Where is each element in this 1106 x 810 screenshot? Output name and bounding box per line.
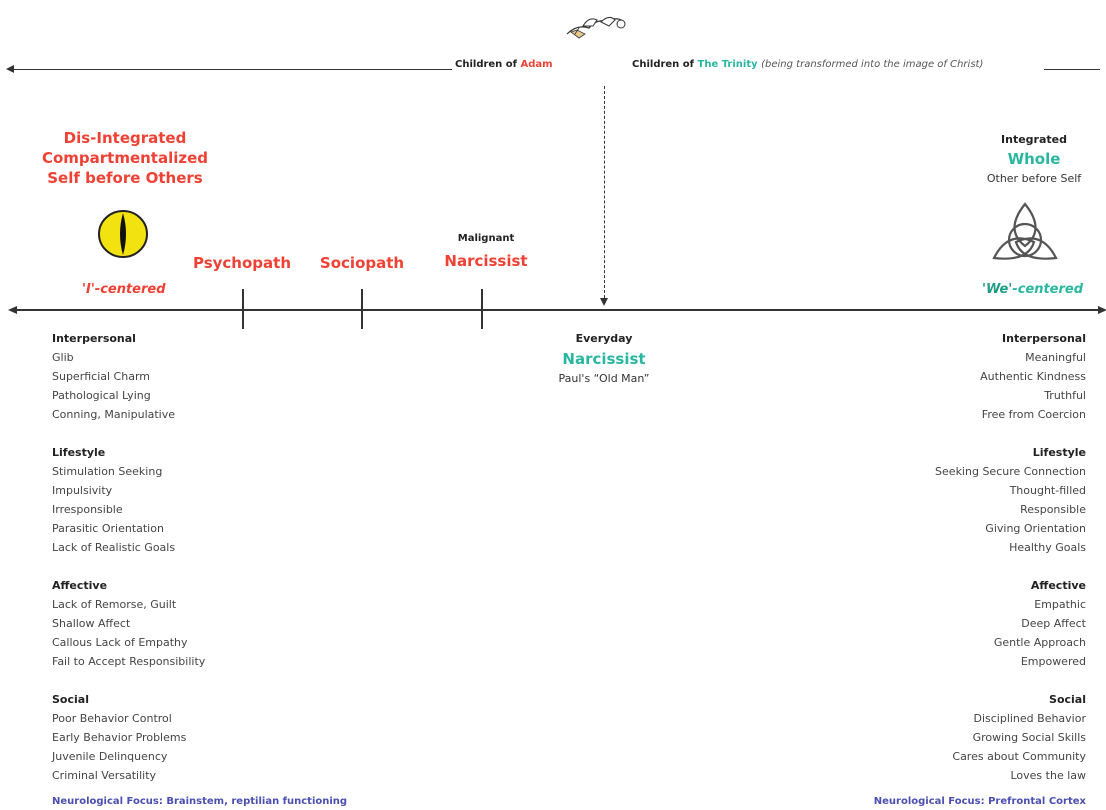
list-item: Meaningful xyxy=(1025,351,1086,364)
list-item: Responsible xyxy=(1020,503,1086,516)
list-item: Impulsivity xyxy=(52,484,113,497)
sociopath-tick xyxy=(361,289,363,329)
pauls-old-man-label: Paul's “Old Man” xyxy=(558,372,650,385)
left-arrowhead xyxy=(6,65,14,73)
stork-carrying-baby-icon xyxy=(563,12,635,40)
other-before-self-label: Other before Self xyxy=(986,172,1082,185)
psychopath-tick xyxy=(242,289,244,329)
left-traits-list: Interpersonal Glib Superficial Charm Pat… xyxy=(52,329,352,785)
list-item: Giving Orientation xyxy=(985,522,1086,535)
list-item: Cares about Community xyxy=(952,750,1086,763)
malignant-narcissist-tick xyxy=(481,289,483,329)
right-category: Social xyxy=(1049,693,1086,706)
list-item: Empowered xyxy=(1020,655,1086,668)
list-item: Free from Coercion xyxy=(981,408,1086,421)
list-item: Authentic Kindness xyxy=(980,370,1086,383)
left-category: Lifestyle xyxy=(52,446,106,459)
right-traits-list: Interpersonal Meaningful Authentic Kindn… xyxy=(786,329,1086,785)
list-item: Healthy Goals xyxy=(1009,541,1086,554)
list-item: Shallow Affect xyxy=(52,617,131,630)
right-category: Lifestyle xyxy=(1032,446,1086,459)
right-category: Affective xyxy=(1030,579,1086,592)
spectrum-axis xyxy=(16,309,1098,311)
malignant-label: Malignant xyxy=(457,233,515,244)
neuro-focus-right: Neurological Focus: Prefrontal Cortex xyxy=(873,796,1086,807)
left-category: Interpersonal xyxy=(52,332,136,345)
everyday-label: Everyday xyxy=(575,332,633,345)
down-arrowhead xyxy=(600,298,608,306)
list-item: Lack of Realistic Goals xyxy=(52,541,176,554)
list-item: Seeking Secure Connection xyxy=(935,465,1086,478)
list-item: Truthful xyxy=(1044,389,1086,402)
children-of-adam-label: Children of Adam xyxy=(455,59,553,70)
sociopath-label: Sociopath xyxy=(319,254,405,272)
list-item: Thought-filled xyxy=(1009,484,1086,497)
list-item: Deep Affect xyxy=(1021,617,1086,630)
everyday-narcissist-label: Narcissist xyxy=(562,350,646,368)
list-item: Empathic xyxy=(1034,598,1086,611)
list-item: Lack of Remorse, Guilt xyxy=(52,598,177,611)
neuro-focus-left: Neurological Focus: Brainstem, reptilian… xyxy=(52,796,348,807)
malignant-narcissist-label: Narcissist xyxy=(444,252,528,270)
list-item: Criminal Versatility xyxy=(52,769,157,782)
axis-left-arrowhead xyxy=(8,306,17,314)
list-item: Growing Social Skills xyxy=(972,731,1086,744)
psychopath-label: Psychopath xyxy=(192,254,292,272)
adam-line xyxy=(14,69,452,70)
list-item: Disciplined Behavior xyxy=(973,712,1086,725)
children-of-trinity-label: Children of The Trinity (being transform… xyxy=(632,59,984,70)
list-item: Early Behavior Problems xyxy=(52,731,187,744)
list-item: Gentle Approach xyxy=(993,636,1086,649)
we-centered-label: 'We'-centered xyxy=(982,282,1084,297)
whole-label: Whole xyxy=(1007,150,1061,168)
list-item: Glib xyxy=(52,351,74,364)
left-category: Affective xyxy=(52,579,108,592)
list-item: Superficial Charm xyxy=(52,370,150,383)
serpent-eye-icon xyxy=(97,209,149,259)
right-category: Interpersonal xyxy=(1002,332,1086,345)
axis-right-arrowhead xyxy=(1098,306,1106,314)
list-item: Poor Behavior Control xyxy=(52,712,172,725)
trinity-line xyxy=(1044,69,1100,70)
list-item: Irresponsible xyxy=(52,503,123,516)
dashed-divider xyxy=(604,86,605,298)
list-item: Parasitic Orientation xyxy=(52,522,164,535)
integrated-label: Integrated xyxy=(1001,133,1067,146)
left-category: Social xyxy=(52,693,89,706)
trinity-knot-icon xyxy=(988,200,1062,266)
list-item: Fail to Accept Responsibility xyxy=(52,655,206,668)
list-item: Juvenile Delinquency xyxy=(52,750,168,763)
list-item: Conning, Manipulative xyxy=(52,408,176,421)
left-pole-heading: Dis-Integrated Compartmentalized Self be… xyxy=(41,129,209,187)
list-item: Loves the law xyxy=(1010,769,1086,782)
list-item: Stimulation Seeking xyxy=(52,465,163,478)
i-centered-label: 'I'-centered xyxy=(82,282,166,297)
list-item: Callous Lack of Empathy xyxy=(52,636,188,649)
list-item: Pathological Lying xyxy=(52,389,151,402)
